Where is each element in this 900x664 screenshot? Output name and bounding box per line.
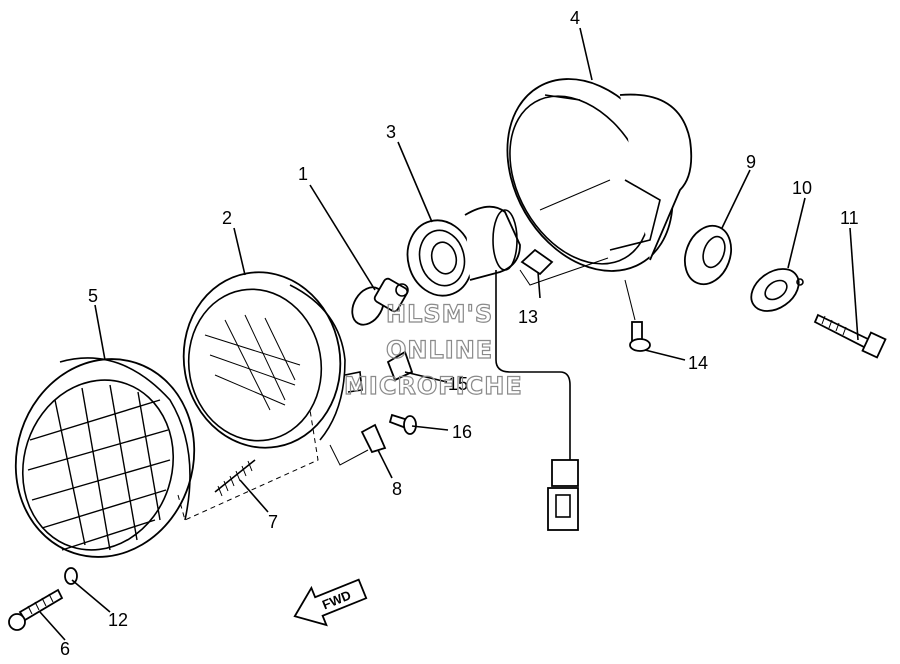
part-3-socket: [406, 205, 521, 297]
callout-9: 9: [746, 152, 756, 172]
guard-mesh: [27, 384, 171, 551]
part-5-guard-housing: [14, 357, 196, 558]
lens-pattern: [204, 314, 301, 411]
callout-labels: 1 2 3 4 5 6 7 8 9 10 11 12 13 14 15 16: [60, 8, 859, 659]
part-1-bulb: [351, 277, 409, 326]
callout-14: 14: [688, 353, 708, 373]
watermark: HLSM'S ONLINE MICROFICHE: [343, 299, 523, 400]
part-14-screw: [629, 321, 651, 352]
part-11-bolt: [813, 313, 887, 359]
callout-12: 12: [108, 610, 128, 630]
part-8-nut: [360, 423, 387, 454]
watermark-line-1: HLSM'S: [386, 300, 493, 328]
callout-15: 15: [448, 374, 468, 394]
callout-6: 6: [60, 639, 70, 659]
part-13-clip: [520, 248, 554, 276]
part-9-grommet: [684, 224, 732, 286]
fwd-arrow: FWD: [293, 578, 368, 627]
callout-3: 3: [386, 122, 396, 142]
part-10-cover: [750, 268, 804, 312]
callout-10: 10: [792, 178, 812, 198]
callout-13: 13: [518, 307, 538, 327]
callout-5: 5: [88, 286, 98, 306]
part-7-spring: [214, 459, 256, 497]
callout-8: 8: [392, 479, 402, 499]
leader-lines: [39, 27, 859, 641]
callout-4: 4: [570, 8, 580, 28]
callout-16: 16: [452, 422, 472, 442]
wiring-harness: [495, 270, 579, 531]
callout-2: 2: [222, 208, 232, 228]
part-16-screw: [388, 413, 417, 435]
callout-1: 1: [298, 164, 308, 184]
watermark-line-3: MICROFICHE: [344, 372, 523, 400]
callout-11: 11: [840, 208, 859, 228]
part-2-headlight-lens: [182, 271, 363, 449]
part-6-screw: [8, 588, 64, 631]
part-12-washer: [64, 567, 78, 585]
part-4-rear-housing: [506, 78, 693, 272]
watermark-line-2: ONLINE: [386, 336, 493, 364]
callout-7: 7: [268, 512, 278, 532]
